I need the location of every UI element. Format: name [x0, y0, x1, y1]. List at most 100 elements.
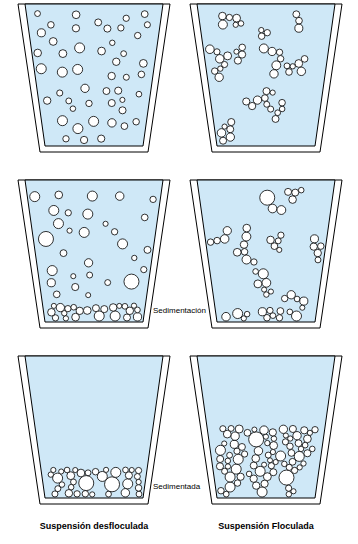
particle	[290, 64, 295, 69]
particle	[243, 98, 250, 105]
particle	[34, 49, 42, 57]
beaker-wall	[18, 4, 170, 152]
particle	[228, 119, 235, 126]
particle	[73, 64, 83, 74]
particle	[231, 464, 241, 474]
particle	[277, 247, 282, 252]
stage-label: Sedimentada	[152, 482, 201, 491]
particle	[242, 255, 251, 264]
column-caption: Suspensión Floculada	[218, 521, 314, 531]
particle	[103, 88, 110, 95]
particle	[217, 129, 225, 137]
particle	[218, 487, 224, 493]
particle	[234, 49, 239, 54]
particle	[225, 464, 230, 469]
particle	[53, 291, 60, 298]
column-caption: Suspensión desfloculada	[40, 521, 149, 531]
particle	[218, 20, 227, 29]
particle	[301, 461, 306, 466]
particle	[214, 237, 221, 244]
particle	[310, 235, 318, 243]
particle	[79, 476, 94, 491]
particle	[115, 87, 122, 94]
particle	[234, 57, 241, 64]
particle	[277, 206, 286, 215]
particle	[141, 266, 147, 272]
particle	[71, 274, 76, 279]
liquid	[197, 180, 335, 322]
particle	[111, 467, 121, 477]
particle	[254, 280, 262, 288]
particle	[288, 450, 295, 457]
particle	[294, 296, 300, 302]
particle	[279, 425, 287, 433]
particle	[292, 189, 299, 196]
particle	[124, 274, 139, 289]
particle	[141, 214, 148, 221]
liquid	[197, 4, 335, 146]
particle	[131, 303, 136, 308]
particle	[103, 467, 108, 472]
particle	[79, 227, 89, 237]
particle	[260, 426, 269, 435]
particle	[262, 287, 267, 292]
particle	[136, 491, 142, 497]
particle	[225, 482, 235, 492]
particle	[227, 452, 233, 458]
particle	[76, 307, 83, 314]
particle	[315, 257, 321, 263]
particle	[253, 482, 260, 489]
particle	[295, 440, 302, 447]
particle	[84, 259, 92, 267]
particle	[291, 489, 296, 494]
particle	[71, 304, 77, 310]
particle	[30, 192, 40, 202]
particle	[262, 462, 267, 467]
particle	[121, 123, 128, 130]
particle	[37, 29, 45, 37]
particle	[270, 442, 278, 450]
particle	[35, 11, 41, 17]
particle	[286, 69, 293, 76]
particle	[282, 461, 287, 466]
particle	[294, 451, 304, 461]
stage-label: Sedimentación	[152, 306, 207, 315]
particle	[277, 308, 284, 315]
particle	[262, 95, 269, 102]
particle	[268, 204, 277, 213]
beaker-wall	[190, 4, 342, 152]
particle	[121, 51, 127, 57]
liquid	[25, 4, 163, 146]
particle	[263, 434, 268, 439]
particle	[36, 64, 46, 74]
particle	[123, 15, 129, 21]
particle	[268, 289, 273, 294]
particle	[279, 106, 285, 112]
particle	[244, 311, 250, 317]
particle	[73, 124, 83, 134]
particle	[108, 100, 115, 107]
particle	[225, 458, 230, 463]
particle	[119, 107, 126, 114]
particle	[66, 98, 72, 104]
particle	[233, 248, 241, 256]
particle	[75, 43, 85, 53]
particle	[80, 136, 87, 143]
particle	[235, 425, 243, 433]
particle	[98, 47, 106, 55]
beaker	[18, 356, 170, 504]
particle	[293, 432, 301, 440]
particle	[318, 243, 325, 250]
particle	[301, 427, 308, 434]
particle	[136, 479, 141, 484]
particle	[297, 67, 305, 75]
particle	[278, 232, 284, 238]
particle	[83, 307, 91, 315]
particle	[233, 14, 241, 22]
particle	[259, 44, 268, 53]
particle	[241, 249, 248, 256]
particle	[206, 45, 215, 54]
particle	[252, 455, 260, 463]
particle	[144, 246, 151, 253]
particle	[207, 239, 213, 245]
